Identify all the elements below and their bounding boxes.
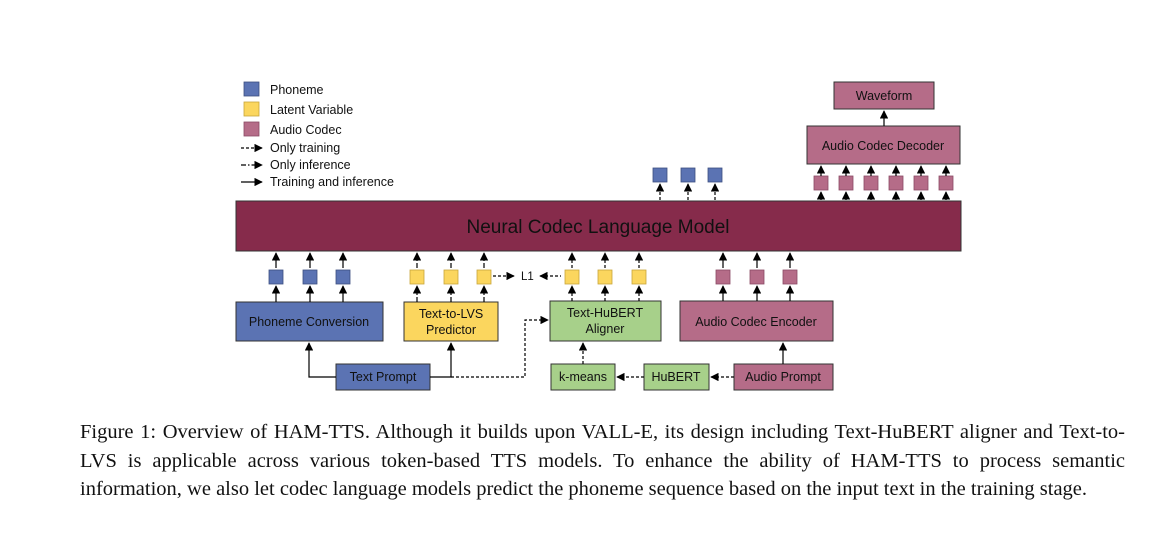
input-latent-tokens-aligner — [564, 252, 647, 285]
output-audio-codec-token-1 — [813, 175, 829, 191]
text-hubert-aligner-label-line2: Aligner — [586, 322, 625, 336]
output-audio-codec-token-5 — [913, 175, 929, 191]
legend-phoneme-label: Phoneme — [270, 83, 324, 97]
legend-training-inference-label: Training and inference — [270, 175, 394, 189]
phoneme-conversion-box — [235, 301, 384, 342]
neural-codec-language-model-box — [235, 200, 962, 252]
input-phoneme-token-3 — [335, 269, 351, 285]
legend: Phoneme Latent Variable Audio Codec Only… — [241, 81, 394, 189]
input-latent-token-predictor-1 — [409, 269, 425, 285]
legend-only-training-label: Only training — [270, 141, 340, 155]
kmeans-box — [550, 363, 616, 391]
legend-audio-codec-label: Audio Codec — [270, 123, 342, 137]
input-latent-token-aligner-3 — [631, 269, 647, 285]
input-latent-token-aligner-2 — [597, 269, 613, 285]
audio-codec-decoder-box — [806, 125, 961, 165]
audio-codec-encoder-label: Audio Codec Encoder — [695, 315, 817, 329]
text-hubert-aligner-box — [549, 300, 662, 342]
module-to-token-arrows — [271, 285, 795, 302]
legend-latent-label: Latent Variable — [270, 103, 353, 117]
text-prompt-label: Text Prompt — [350, 370, 417, 384]
text-prompt-to-phoneme-conversion-arrow — [304, 342, 336, 378]
output-phoneme-token-3 — [707, 167, 723, 183]
text-hubert-aligner-label-line1: Text-HuBERT — [567, 306, 644, 320]
output-audio-codec-token-3 — [863, 175, 879, 191]
output-audio-codec-token-6 — [938, 175, 954, 191]
input-latent-token-predictor-3 — [476, 269, 492, 285]
hubert-label: HuBERT — [651, 370, 700, 384]
audio-prompt-box — [733, 363, 834, 391]
audio-prompt-label: Audio Prompt — [745, 370, 821, 384]
waveform-label: Waveform — [856, 89, 913, 103]
audio-codec-encoder-box — [679, 300, 834, 342]
input-latent-tokens-predictor — [409, 252, 492, 285]
text-to-lvs-predictor-label-line1: Text-to-LVS — [419, 307, 483, 321]
figure-caption: Figure 1: Overview of HAM-TTS. Although … — [80, 421, 1125, 500]
input-audio-codec-tokens — [715, 252, 798, 285]
output-phoneme-tokens — [652, 167, 723, 200]
kmeans-label: k-means — [559, 370, 607, 384]
audio-codec-decoder-label: Audio Codec Decoder — [822, 139, 944, 153]
input-audio-codec-token-3 — [782, 269, 798, 285]
neural-codec-language-model-label: Neural Codec Language Model — [466, 217, 729, 238]
text-prompt-to-lvs-predictor-arrow — [430, 342, 456, 378]
output-phoneme-token-2 — [680, 167, 696, 183]
legend-audio-codec-swatch — [243, 121, 260, 137]
legend-only-inference-label: Only inference — [270, 158, 351, 172]
input-latent-token-aligner-1 — [564, 269, 580, 285]
legend-latent-swatch — [243, 101, 260, 117]
output-phoneme-token-1 — [652, 167, 668, 183]
text-prompt-to-aligner-arrow — [451, 315, 549, 378]
l1-loss-label: L1 — [521, 271, 534, 283]
input-phoneme-token-2 — [302, 269, 318, 285]
input-phoneme-token-1 — [268, 269, 284, 285]
input-audio-codec-token-1 — [715, 269, 731, 285]
hubert-box — [643, 363, 710, 391]
legend-phoneme-swatch — [243, 81, 260, 97]
input-audio-codec-token-2 — [749, 269, 765, 285]
output-audio-codec-token-2 — [838, 175, 854, 191]
phoneme-conversion-label: Phoneme Conversion — [249, 315, 369, 329]
waveform-box — [833, 81, 935, 110]
input-latent-token-predictor-2 — [443, 269, 459, 285]
text-to-lvs-predictor-label-line2: Predictor — [426, 323, 476, 337]
output-audio-codec-tokens — [813, 165, 954, 200]
output-audio-codec-token-4 — [888, 175, 904, 191]
input-phoneme-tokens — [268, 252, 351, 285]
